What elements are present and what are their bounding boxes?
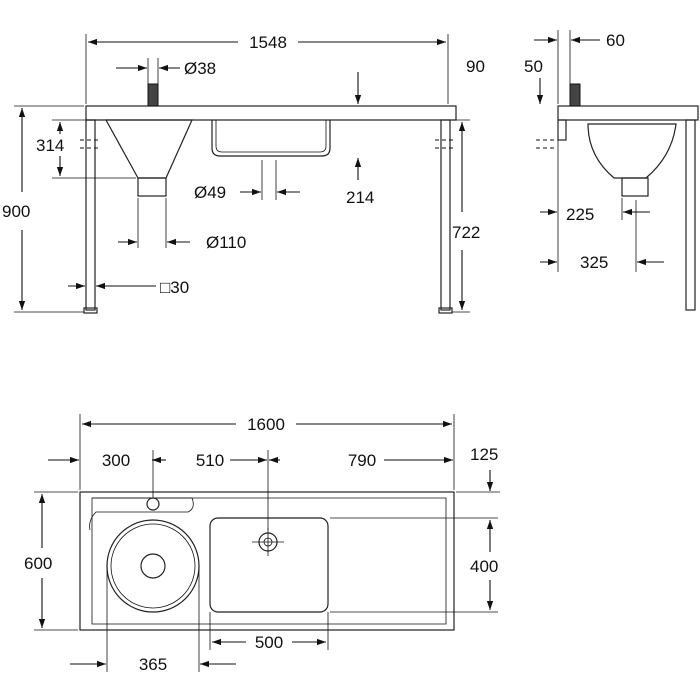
dim-tap-offset: 60 [606, 31, 625, 50]
dim-left-offset: 300 [102, 451, 130, 470]
front-view: 1548 Ø38 90 900 314 Ø49 214 [2, 33, 485, 314]
side-bowl-outlet [621, 177, 649, 197]
dim-drain-diameter: Ø49 [194, 183, 226, 202]
dim-basin-depth: 400 [470, 557, 498, 576]
side-view: 60 50 225 325 [524, 30, 699, 311]
plan-inner-tray [91, 497, 447, 625]
dim-back-offset: 125 [470, 445, 498, 464]
dim-total-height: 900 [2, 202, 30, 221]
plan-outline [79, 491, 455, 631]
dim-tap-height: 50 [524, 57, 543, 76]
dim-outlet-depth: 225 [566, 205, 594, 224]
basin [211, 120, 331, 157]
overflow-pipe [147, 83, 159, 107]
dim-basin-offset: 214 [346, 188, 374, 207]
dim-overflow-diameter: Ø38 [184, 59, 216, 78]
dim-outlet-diameter: Ø110 [206, 233, 246, 252]
side-leg-right [685, 119, 696, 311]
plan-view: 1600 300 510 790 125 600 400 500 [24, 414, 500, 674]
side-bowl [587, 123, 677, 179]
dim-center-spacing: 510 [196, 451, 224, 470]
dim-plan-depth: 600 [24, 554, 52, 573]
dim-plan-overall-width: 1600 [247, 415, 285, 434]
plan-tap-hole [146, 497, 160, 511]
dim-leg-section: □30 [160, 278, 189, 297]
plan-bowl-drain [140, 553, 166, 579]
plan-backsplash [89, 497, 194, 531]
plan-basin [209, 517, 329, 613]
dim-leg-height: 722 [452, 223, 480, 242]
dim-right-span: 790 [348, 451, 376, 470]
legs [80, 119, 455, 314]
plan-bowl-outer [106, 519, 200, 613]
funnel-bowl [104, 119, 193, 179]
dim-bowl-projection: 325 [580, 253, 608, 272]
dim-bowl-diameter: 365 [139, 655, 167, 674]
dim-bowl-depth: 314 [36, 136, 64, 155]
bowl-outlet [137, 177, 167, 197]
dim-top-thickness: 90 [466, 57, 485, 76]
side-leg-left [557, 119, 567, 141]
dim-overall-width: 1548 [249, 33, 287, 52]
worktop-slab [85, 105, 457, 121]
side-worktop [557, 105, 699, 121]
dim-basin-width: 500 [255, 633, 283, 652]
side-tap [569, 83, 581, 107]
